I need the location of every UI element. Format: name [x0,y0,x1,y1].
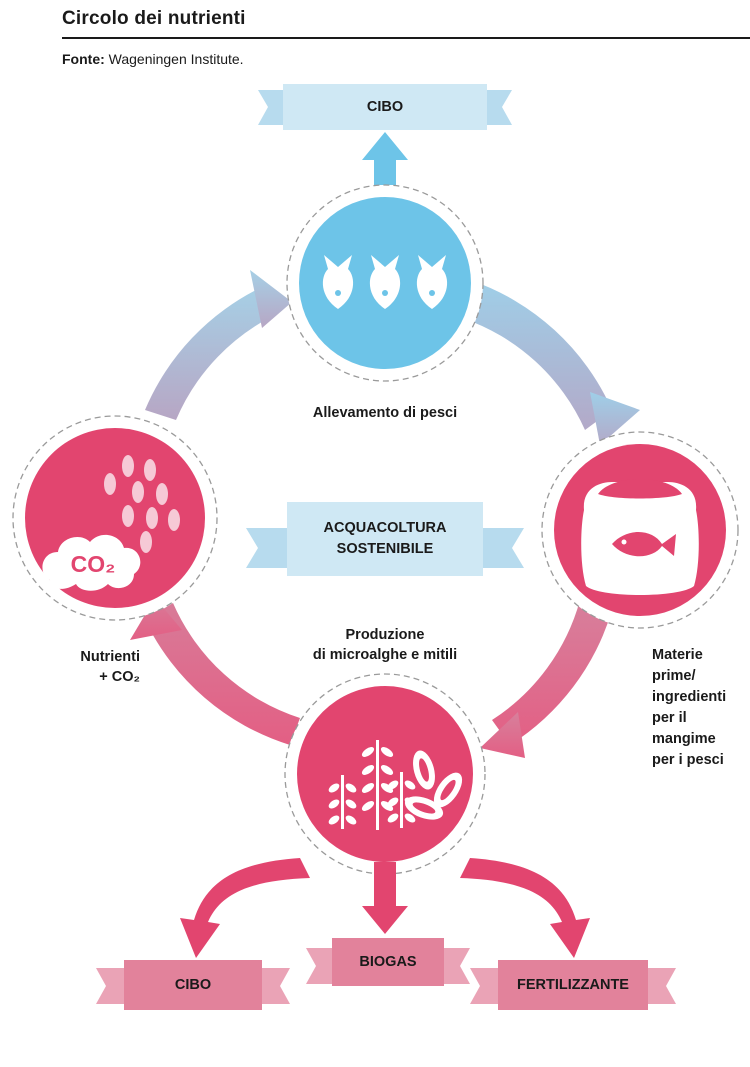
nutrients-node [12,415,218,621]
bottom-fertilizer-label: FERTILIZZANTE [517,977,629,993]
production-label-line1: Produzione [345,627,425,643]
title-rule [62,37,750,39]
arrow-to-fertilizer [460,858,590,958]
ring-arc-top-left [145,270,292,420]
ring-arc-bottom-right [480,600,612,758]
cloud-icon [42,534,141,591]
center-banner-line1: ACQUACOLTURA [323,520,447,536]
raw-materials-line5: mangime [652,731,716,747]
fish-icon [322,255,448,309]
feed-sack-icon [581,479,699,595]
bottom-cibo-ribbon [96,960,290,1010]
microalgae-icon [104,455,180,553]
ring-arc-top-right [462,280,640,445]
arrow-up-to-food [362,132,408,185]
raw-materials-line1: Materie [652,647,703,663]
top-cibo-ribbon [258,84,512,130]
arrow-to-food-bottom [180,858,310,958]
nutrients-label-line1: Nutrienti [80,649,140,665]
fish-farming-label: Allevamento di pesci [312,405,458,421]
bottom-fertilizer-ribbon [470,960,676,1010]
top-food-label: CIBO [366,99,404,115]
seaweed-mussel-icon [328,740,463,830]
arrow-to-biogas [362,862,408,934]
raw-materials-line3: ingredienti [652,689,727,705]
page-title: Circolo dei nutrienti [62,8,246,29]
raw-materials-line4: per il [652,710,687,726]
raw-materials-line2: prime/ [652,668,696,684]
co2-badge-text: CO₂ [70,551,116,577]
bottom-biogas-label: BIOGAS [359,954,417,970]
source-line: Fonte: Wageningen Institute. [62,51,244,67]
center-banner-ribbon [246,502,524,576]
production-label-line2: di microalghe e mitili [312,647,458,663]
ring-arc-bottom-left [130,598,300,745]
bottom-food-label: CIBO [174,977,212,993]
center-banner-line2: SOSTENIBILE [336,541,434,557]
nutrients-label-line2: + CO₂ [99,669,140,685]
source-value: Wageningen Institute. [108,51,244,67]
source-label: Fonte: [62,51,105,67]
raw-materials-line6: per i pesci [652,752,724,768]
bottom-biogas-ribbon [306,938,470,986]
